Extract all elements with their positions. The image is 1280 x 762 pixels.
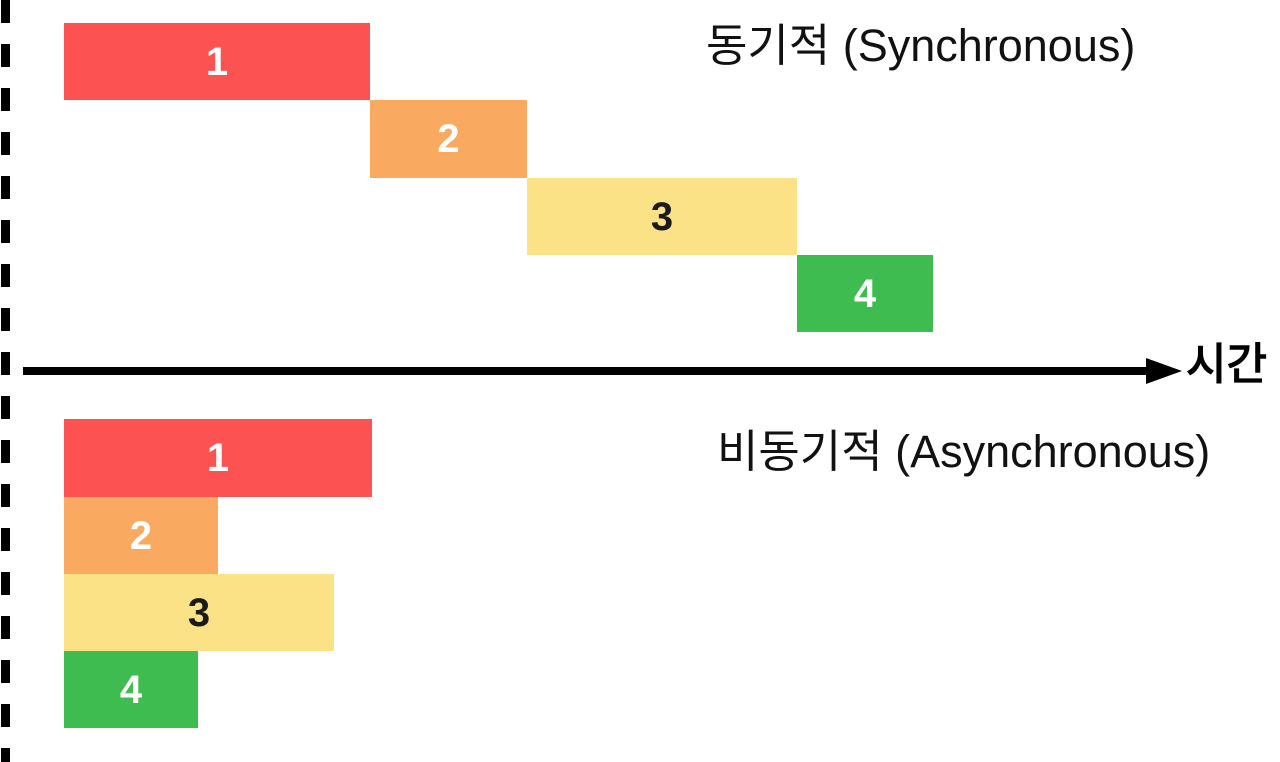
task-bar-label: 3 xyxy=(187,590,211,635)
task-bar-label: 1 xyxy=(205,39,229,84)
task-bar: 1 xyxy=(64,419,372,497)
task-bar-label: 2 xyxy=(437,117,460,161)
task-bar: 1 xyxy=(64,23,370,100)
task-bar: 3 xyxy=(527,178,797,255)
task-bar-label: 4 xyxy=(853,271,877,316)
task-bar-label: 2 xyxy=(129,513,153,558)
time-axis-line xyxy=(23,367,1148,375)
synchronous-title: 동기적 (Synchronous) xyxy=(706,20,1136,71)
asynchronous-title: 비동기적 (Asynchronous) xyxy=(717,426,1211,477)
task-bar-label: 3 xyxy=(650,194,674,239)
task-bar: 3 xyxy=(64,574,334,651)
task-bar-label: 1 xyxy=(206,436,230,480)
task-bar: 4 xyxy=(64,651,198,728)
time-axis-label: 시간 xyxy=(1186,340,1267,389)
task-bar: 4 xyxy=(797,255,933,332)
task-bar: 2 xyxy=(370,100,527,178)
task-bar-label: 4 xyxy=(119,667,143,712)
task-bar: 2 xyxy=(64,497,218,574)
time-axis-arrowhead-icon xyxy=(1146,358,1182,384)
start-dashed-line xyxy=(1,0,10,762)
